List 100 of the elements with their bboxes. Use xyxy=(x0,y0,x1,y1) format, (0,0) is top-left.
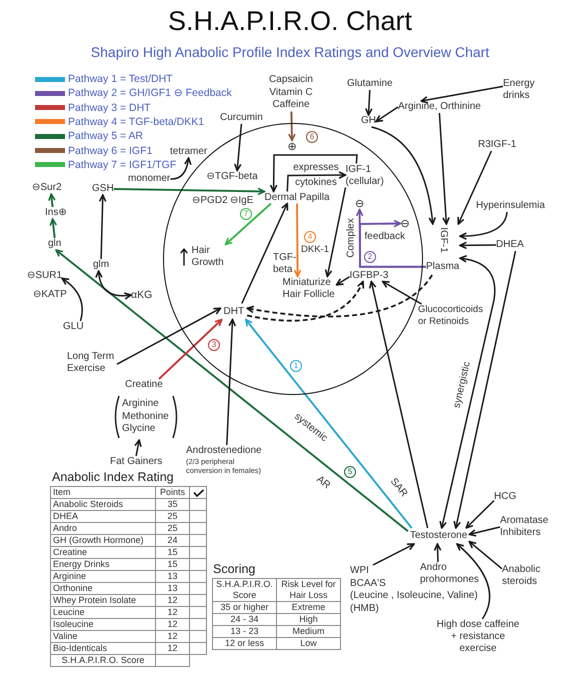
arrow xyxy=(286,171,346,192)
table-cell: Creatine xyxy=(50,546,156,558)
node-label: IGFBP-3 xyxy=(350,270,388,282)
node-label: Andro prohormones xyxy=(420,562,480,586)
arrow xyxy=(116,308,222,365)
dashed-arrow xyxy=(246,280,364,322)
node-label: Arginine Methonine Glycine xyxy=(122,398,170,436)
node-label: Testosterone xyxy=(408,528,470,544)
legend-text: Pathway 3 = DHT xyxy=(68,102,151,114)
edge-label: feedback xyxy=(364,231,406,243)
header-cell: Risk Level for Hair Loss xyxy=(276,578,340,602)
table-cell: Andro xyxy=(50,522,156,534)
arrow xyxy=(438,112,450,225)
table-cell: 13 xyxy=(156,570,190,582)
table-cell: 12 xyxy=(156,630,190,642)
arrow xyxy=(465,500,495,529)
dashed-arrow xyxy=(246,274,433,318)
table-cell: 24 xyxy=(156,534,190,546)
node-label: Aromatase Inhibiters xyxy=(500,515,550,539)
arrow xyxy=(270,154,358,192)
table-cell: High xyxy=(276,614,340,626)
table-cell: Low xyxy=(276,638,340,650)
table-cell: Anabolic Steroids xyxy=(50,498,156,510)
table-heading: Scoring xyxy=(213,562,256,577)
rotated-label: IGF-1 xyxy=(436,226,449,252)
arrow xyxy=(61,278,83,322)
node-label: Plasma xyxy=(426,261,460,273)
arrow xyxy=(434,543,442,562)
table-cell: 24 - 34 xyxy=(212,614,276,626)
node-label: (Leucine , Isoleucine, Valine) xyxy=(350,590,478,602)
table-cell: Medium xyxy=(276,626,340,638)
edge-label: AR xyxy=(314,474,332,492)
node-label: IGF-1 (cellular) xyxy=(346,164,388,188)
pathway-number: 1 xyxy=(290,360,302,372)
legend-text: Pathway 2 = GH/IGF1 ⊖ Feedback xyxy=(68,87,232,100)
node-label: Capsaicin Vitamin C Caffeine xyxy=(266,74,316,112)
node-label: DHEA xyxy=(496,239,524,251)
table-cell: 25 xyxy=(156,510,190,522)
arrow xyxy=(371,126,436,225)
arrow xyxy=(224,202,272,246)
node-label: Ins⊕ xyxy=(45,207,67,219)
table-cell: Extreme xyxy=(276,602,340,614)
node-label: R3IGF-1 xyxy=(478,139,516,151)
node-label: Curcumin xyxy=(220,112,263,124)
arrow xyxy=(336,276,350,286)
table-heading: Anabolic Index Rating xyxy=(52,470,174,485)
edge-label: Complex xyxy=(345,218,358,258)
node-label: tetramer xyxy=(170,146,208,158)
node-label: ⊖SUR1 xyxy=(27,270,62,282)
text-label: ⊖PGD2 xyxy=(192,195,228,207)
table-cell: Leucine xyxy=(50,606,156,618)
table-cell: 15 xyxy=(156,558,190,570)
table-cell: GH (Growth Hormone) xyxy=(50,534,156,546)
text-label: TGF-beta xyxy=(273,252,298,276)
arrow xyxy=(439,255,496,529)
table-cell: S.H.A.P.I.R.O. Score xyxy=(50,654,156,666)
arrow xyxy=(244,318,412,529)
table-cell: 12 or less xyxy=(212,638,276,650)
legend-text: Pathway 7 = IGF1/TGF xyxy=(68,158,176,171)
chart-title: S.H.A.P.I.R.O. Chart xyxy=(168,6,412,36)
table-cell: 12 xyxy=(156,606,190,618)
chart-subtitle: Shapiro High Anabolic Profile Index Ratings and Overview Chart xyxy=(90,44,490,60)
pathway-number: 2 xyxy=(364,251,376,263)
node-label: HCG xyxy=(494,491,516,503)
table-cell: Isoleucine xyxy=(50,618,156,630)
node-label: glm xyxy=(93,259,110,271)
table-cell: 12 xyxy=(156,642,190,654)
arrow xyxy=(114,188,266,196)
node-label: Hair Growth xyxy=(192,244,225,268)
table-cell: 35 or higher xyxy=(212,602,276,614)
arrow xyxy=(459,242,496,250)
arrow xyxy=(456,543,490,620)
node-label: ⊕ xyxy=(288,140,297,152)
text-label: ⊖IgE xyxy=(230,195,254,207)
arrow xyxy=(382,280,422,305)
node-label: gln xyxy=(48,238,62,250)
table-cell: Orthonine xyxy=(50,582,156,594)
table-cell: Bio-Identicals xyxy=(50,642,156,654)
node-label: Long Term Exercise xyxy=(67,351,117,375)
node-label: Glucocorticoids or Retinoids xyxy=(418,304,488,328)
header-cell: Item xyxy=(50,486,156,498)
arrow xyxy=(98,194,106,260)
table-cell: 35 xyxy=(156,498,190,510)
table-cell: 25 xyxy=(156,522,190,534)
table-cell: 12 xyxy=(156,594,190,606)
table-cell: Valine xyxy=(50,630,156,642)
arrow xyxy=(55,249,409,532)
node-label: Hyperinsulemia xyxy=(476,200,545,212)
node-label: Androstenedione xyxy=(186,445,262,457)
header-cell: S.H.A.P.I.R.O. Score xyxy=(212,578,276,602)
node-label: Arginine, Orthinine xyxy=(398,101,481,113)
node-label: ⊖ xyxy=(355,198,364,210)
node-label: Dermal Papilla xyxy=(264,192,330,204)
node-label: GSH xyxy=(92,183,114,195)
node-label: DHT xyxy=(220,304,248,320)
arrow xyxy=(457,150,492,225)
arrow xyxy=(158,318,223,380)
table-cell: Arginine xyxy=(50,570,156,582)
pathway-number: 6 xyxy=(306,131,318,143)
arrow xyxy=(372,543,415,566)
